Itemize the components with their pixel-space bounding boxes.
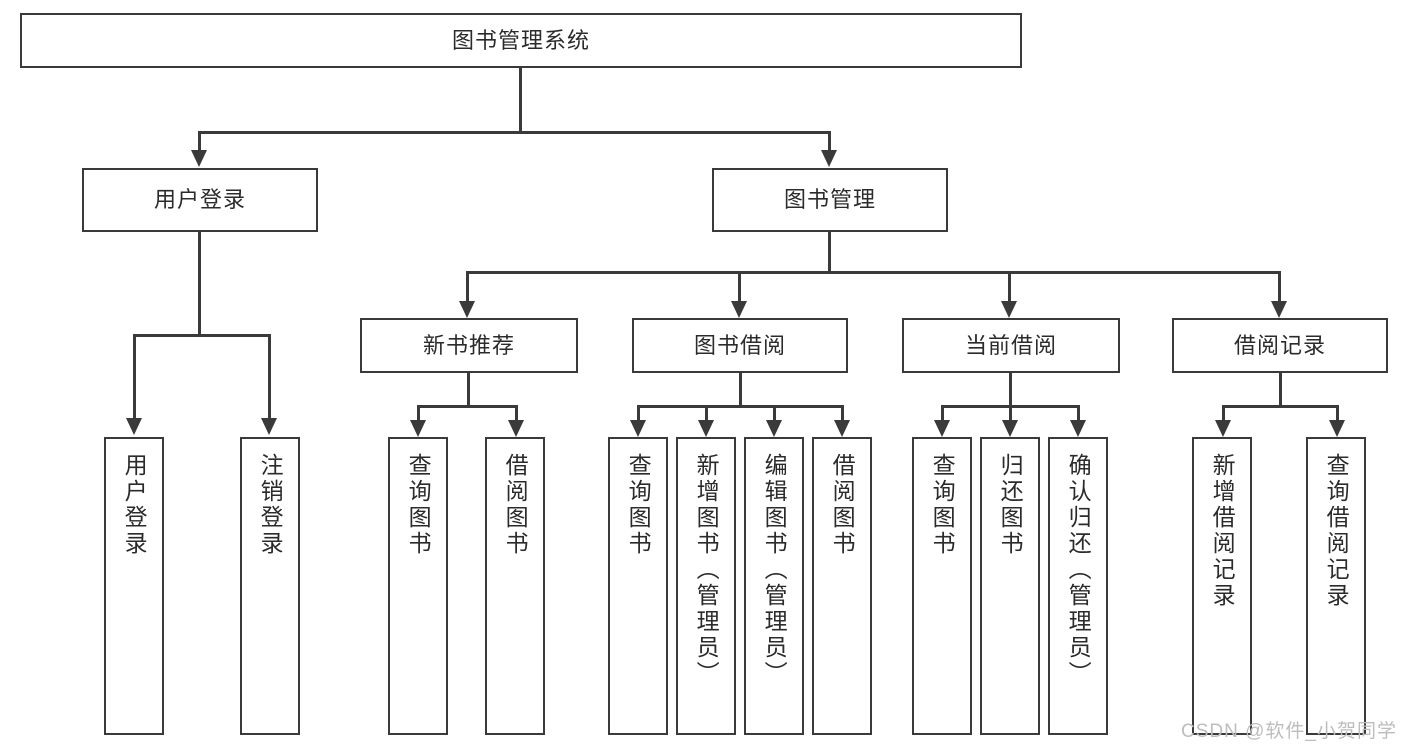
leaf-query-book-3-label: 查询图书 (929, 453, 956, 557)
connector-book-borrow-to-leaf-4 (841, 405, 844, 421)
arrow-book-manage-to-current-borrow (1001, 301, 1017, 318)
leaf-return-book-label: 归还图书 (997, 453, 1024, 557)
node-root[interactable]: 图书管理系统 (20, 13, 1022, 68)
connector-book-manage-to-new-book (466, 271, 469, 301)
arrow-borrow-record-to-leaf-2 (1329, 420, 1345, 437)
leaf-query-book-2[interactable]: 查询图书 (608, 437, 668, 735)
leaf-edit-book-admin[interactable]: 编辑图书（管理员） (744, 437, 804, 735)
node-borrow-record-label: 借阅记录 (1233, 332, 1326, 358)
connector-book-manage-stem (828, 232, 831, 274)
connector-book-manage-to-current-borrow (1008, 271, 1011, 301)
node-borrow-record[interactable]: 借阅记录 (1172, 318, 1388, 373)
arrow-book-borrow-to-leaf-2 (698, 420, 714, 437)
node-book-borrow[interactable]: 图书借阅 (632, 318, 848, 373)
node-root-label: 图书管理系统 (451, 27, 590, 53)
connector-root-to-book-manage (828, 131, 831, 150)
arrow-book-manage-to-borrow-record (1271, 301, 1287, 318)
connector-book-manage-to-borrow-record (1278, 271, 1281, 301)
arrow-book-borrow-to-leaf-3 (766, 420, 782, 437)
leaf-query-book-3[interactable]: 查询图书 (912, 437, 972, 735)
arrow-new-book-to-leaf-1 (410, 420, 426, 437)
connector-book-borrow-bar (637, 405, 844, 408)
leaf-return-book[interactable]: 归还图书 (980, 437, 1040, 735)
leaf-borrow-book-1[interactable]: 借阅图书 (485, 437, 545, 735)
connector-user-login-to-leaf-2 (268, 334, 271, 418)
connector-book-borrow-stem (739, 373, 742, 408)
arrow-book-borrow-to-leaf-4 (834, 420, 850, 437)
leaf-logout[interactable]: 注销登录 (240, 437, 300, 735)
leaf-logout-label: 注销登录 (257, 453, 284, 557)
leaf-user-login-label: 用户登录 (121, 453, 148, 557)
arrow-root-to-user-login (191, 150, 207, 167)
connector-borrow-record-to-leaf-2 (1336, 405, 1339, 421)
connector-new-book-to-leaf-1 (417, 405, 420, 421)
connector-book-borrow-to-leaf-3 (773, 405, 776, 421)
leaf-borrow-book-2[interactable]: 借阅图书 (812, 437, 872, 735)
connector-book-borrow-to-leaf-1 (637, 405, 640, 421)
arrow-user-login-to-leaf-2 (261, 418, 277, 435)
node-book-manage[interactable]: 图书管理 (712, 168, 948, 232)
arrow-book-borrow-to-leaf-1 (630, 420, 646, 437)
arrow-book-manage-to-book-borrow (731, 301, 747, 318)
arrow-current-borrow-to-leaf-2 (1002, 420, 1018, 437)
arrow-current-borrow-to-leaf-1 (934, 420, 950, 437)
connector-user-login-bar (133, 334, 268, 337)
arrow-new-book-to-leaf-2 (508, 420, 524, 437)
connector-new-book-stem (467, 373, 470, 408)
connector-book-borrow-to-leaf-2 (705, 405, 708, 421)
leaf-query-record[interactable]: 查询借阅记录 (1306, 437, 1366, 735)
node-current-borrow[interactable]: 当前借阅 (902, 318, 1120, 373)
leaf-query-book-2-label: 查询图书 (625, 453, 652, 557)
connector-user-login-to-leaf-1 (133, 334, 136, 418)
arrow-user-login-to-leaf-1 (126, 418, 142, 435)
connector-user-login-stem (198, 232, 201, 337)
connector-borrow-record-stem (1279, 373, 1282, 408)
leaf-confirm-return-admin-label: 确认归还（管理员） (1065, 453, 1092, 687)
connector-current-borrow-to-leaf-1 (941, 405, 944, 421)
leaf-query-book-1-label: 查询图书 (405, 453, 432, 557)
connector-borrow-record-to-leaf-1 (1222, 405, 1225, 421)
connector-root-bar (198, 131, 831, 134)
leaf-query-record-label: 查询借阅记录 (1323, 453, 1350, 609)
arrow-root-to-book-manage (821, 150, 837, 167)
leaf-edit-book-admin-label: 编辑图书（管理员） (761, 453, 788, 687)
connector-book-manage-bar (466, 271, 1280, 274)
node-book-borrow-label: 图书借阅 (693, 332, 786, 358)
connector-new-book-to-leaf-2 (515, 405, 518, 421)
connector-borrow-record-bar (1222, 405, 1336, 408)
leaf-add-record[interactable]: 新增借阅记录 (1192, 437, 1252, 735)
node-book-manage-label: 图书管理 (783, 187, 876, 213)
connector-current-borrow-to-leaf-2 (1009, 405, 1012, 421)
node-user-login[interactable]: 用户登录 (82, 168, 318, 232)
connector-root-to-user-login (198, 131, 201, 150)
leaf-confirm-return-admin[interactable]: 确认归还（管理员） (1048, 437, 1108, 735)
leaf-borrow-book-1-label: 借阅图书 (502, 453, 529, 557)
node-new-book-rec-label: 新书推荐 (422, 332, 515, 358)
connector-current-borrow-to-leaf-3 (1077, 405, 1080, 421)
leaf-query-book-1[interactable]: 查询图书 (388, 437, 448, 735)
connector-book-manage-to-book-borrow (738, 271, 741, 301)
arrow-current-borrow-to-leaf-3 (1070, 420, 1086, 437)
arrow-borrow-record-to-leaf-1 (1215, 420, 1231, 437)
leaf-add-book-admin[interactable]: 新增图书（管理员） (676, 437, 736, 735)
arrow-book-manage-to-new-book (459, 301, 475, 318)
leaf-borrow-book-2-label: 借阅图书 (829, 453, 856, 557)
connector-current-borrow-stem (1009, 373, 1012, 408)
leaf-user-login[interactable]: 用户登录 (104, 437, 164, 735)
connector-new-book-bar (417, 405, 518, 408)
node-user-login-label: 用户登录 (153, 187, 246, 213)
leaf-add-book-admin-label: 新增图书（管理员） (693, 453, 720, 687)
node-new-book-rec[interactable]: 新书推荐 (360, 318, 578, 373)
leaf-add-record-label: 新增借阅记录 (1209, 453, 1236, 609)
node-current-borrow-label: 当前借阅 (964, 332, 1057, 358)
connector-root-stem (519, 68, 522, 131)
